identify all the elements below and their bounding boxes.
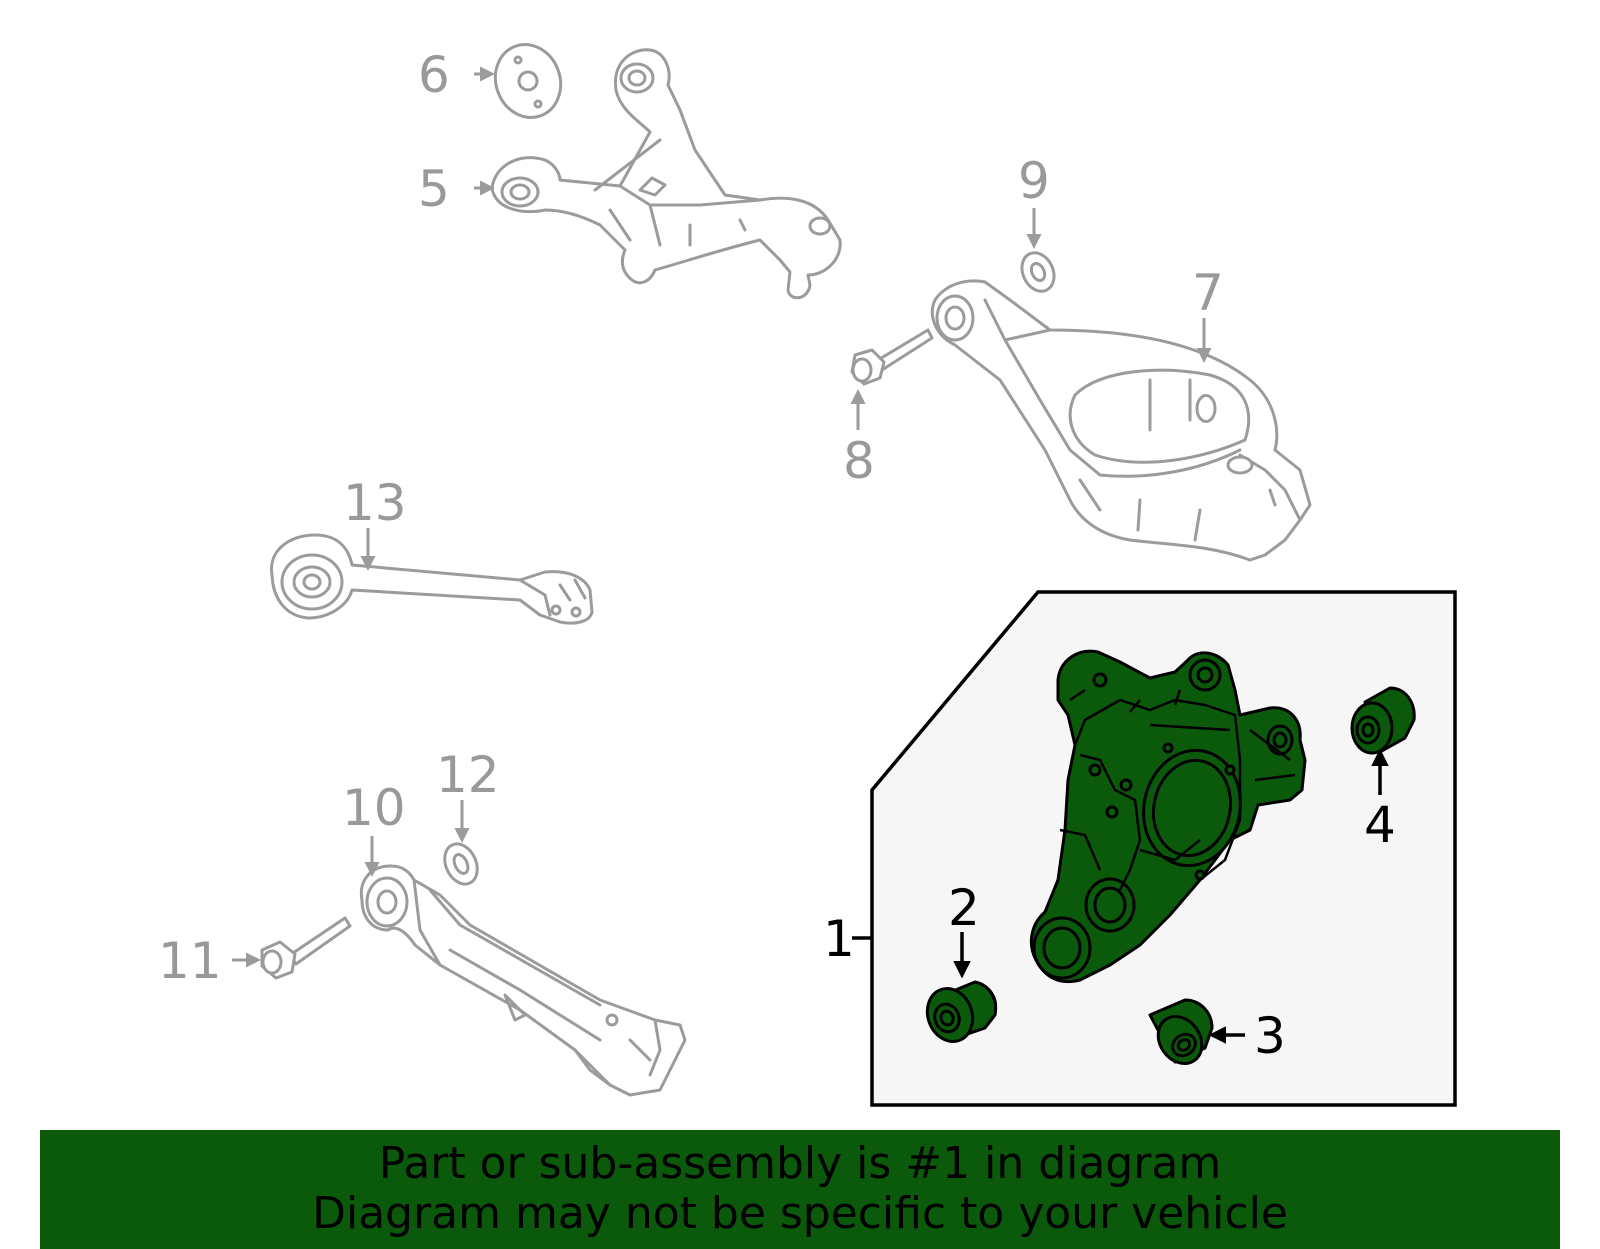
part-11-bolt <box>260 916 352 980</box>
part-5-upper-arm <box>490 48 842 300</box>
callout-10: 10 <box>342 779 406 837</box>
callout-2: 2 <box>948 879 980 937</box>
part-7-lower-arm <box>930 279 1312 562</box>
part-9-washer <box>1020 251 1056 293</box>
callout-4: 4 <box>1364 796 1396 854</box>
callout-5: 5 <box>418 160 450 218</box>
footer-banner: Part or sub-assembly is #1 in diagram Di… <box>40 1130 1560 1249</box>
part-4-bushing[interactable] <box>1350 686 1416 755</box>
part-3-bushing[interactable] <box>1148 998 1214 1072</box>
part-6-plate <box>493 43 563 119</box>
footer-note-disclaimer: Diagram may not be specific to your vehi… <box>312 1188 1288 1239</box>
callout-11: 11 <box>158 932 222 990</box>
callout-6: 6 <box>418 46 450 104</box>
part-8-bolt <box>850 328 934 386</box>
callout-13: 13 <box>343 474 407 532</box>
callout-3: 3 <box>1254 1007 1286 1065</box>
footer-note-part: Part or sub-assembly is #1 in diagram <box>378 1138 1222 1189</box>
callout-7: 7 <box>1192 264 1224 322</box>
callout-8: 8 <box>843 432 875 490</box>
part-2-bushing[interactable] <box>920 980 998 1048</box>
callout-9: 9 <box>1018 152 1050 210</box>
part-10-link <box>359 864 687 1097</box>
part-1-knuckle[interactable] <box>1029 649 1307 984</box>
part-12-washer <box>443 842 479 886</box>
callout-1: 1 <box>823 910 855 968</box>
part-13-toe-link <box>270 533 594 625</box>
callout-12: 12 <box>436 746 500 804</box>
